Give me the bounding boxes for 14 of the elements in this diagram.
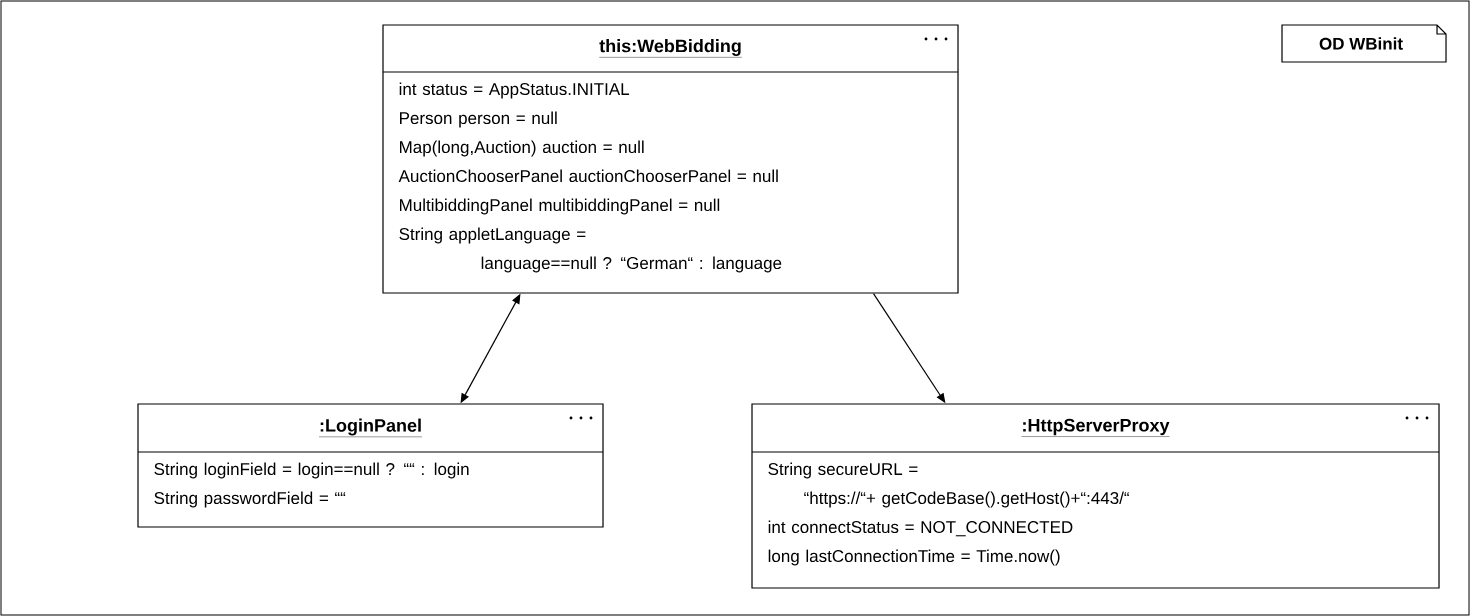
attribute-text: int connectStatus = NOT_CONNECTED: [768, 520, 1073, 537]
object-title: :HttpServerProxy: [1021, 418, 1170, 437]
object-title: :LoginPanel: [318, 418, 423, 438]
attribute-text: MultibiddingPanel multibiddingPanel = null: [400, 198, 720, 215]
attribute-text: Person person = null: [400, 111, 557, 128]
attribute-text: Map(long,Auction) auction = null: [400, 140, 644, 157]
attribute-text: long lastConnectionTime = Time.now(): [768, 549, 1060, 566]
object-title: this:WebBidding: [598, 39, 743, 58]
attribute-text: int status = AppStatus.INITIAL: [399, 82, 630, 99]
attribute-text: String loginField = login==null ? ““ : login: [154, 462, 469, 479]
attribute-text: String appletLanguage = language==null ? “German“ : language: [399, 227, 782, 273]
attribute-text: AuctionChooserPanel auctionChooserPanel = null: [398, 169, 778, 183]
note-tag: OD WBinit: [1281, 24, 1447, 63]
attribute-text: String passwordField = ““: [154, 491, 346, 508]
